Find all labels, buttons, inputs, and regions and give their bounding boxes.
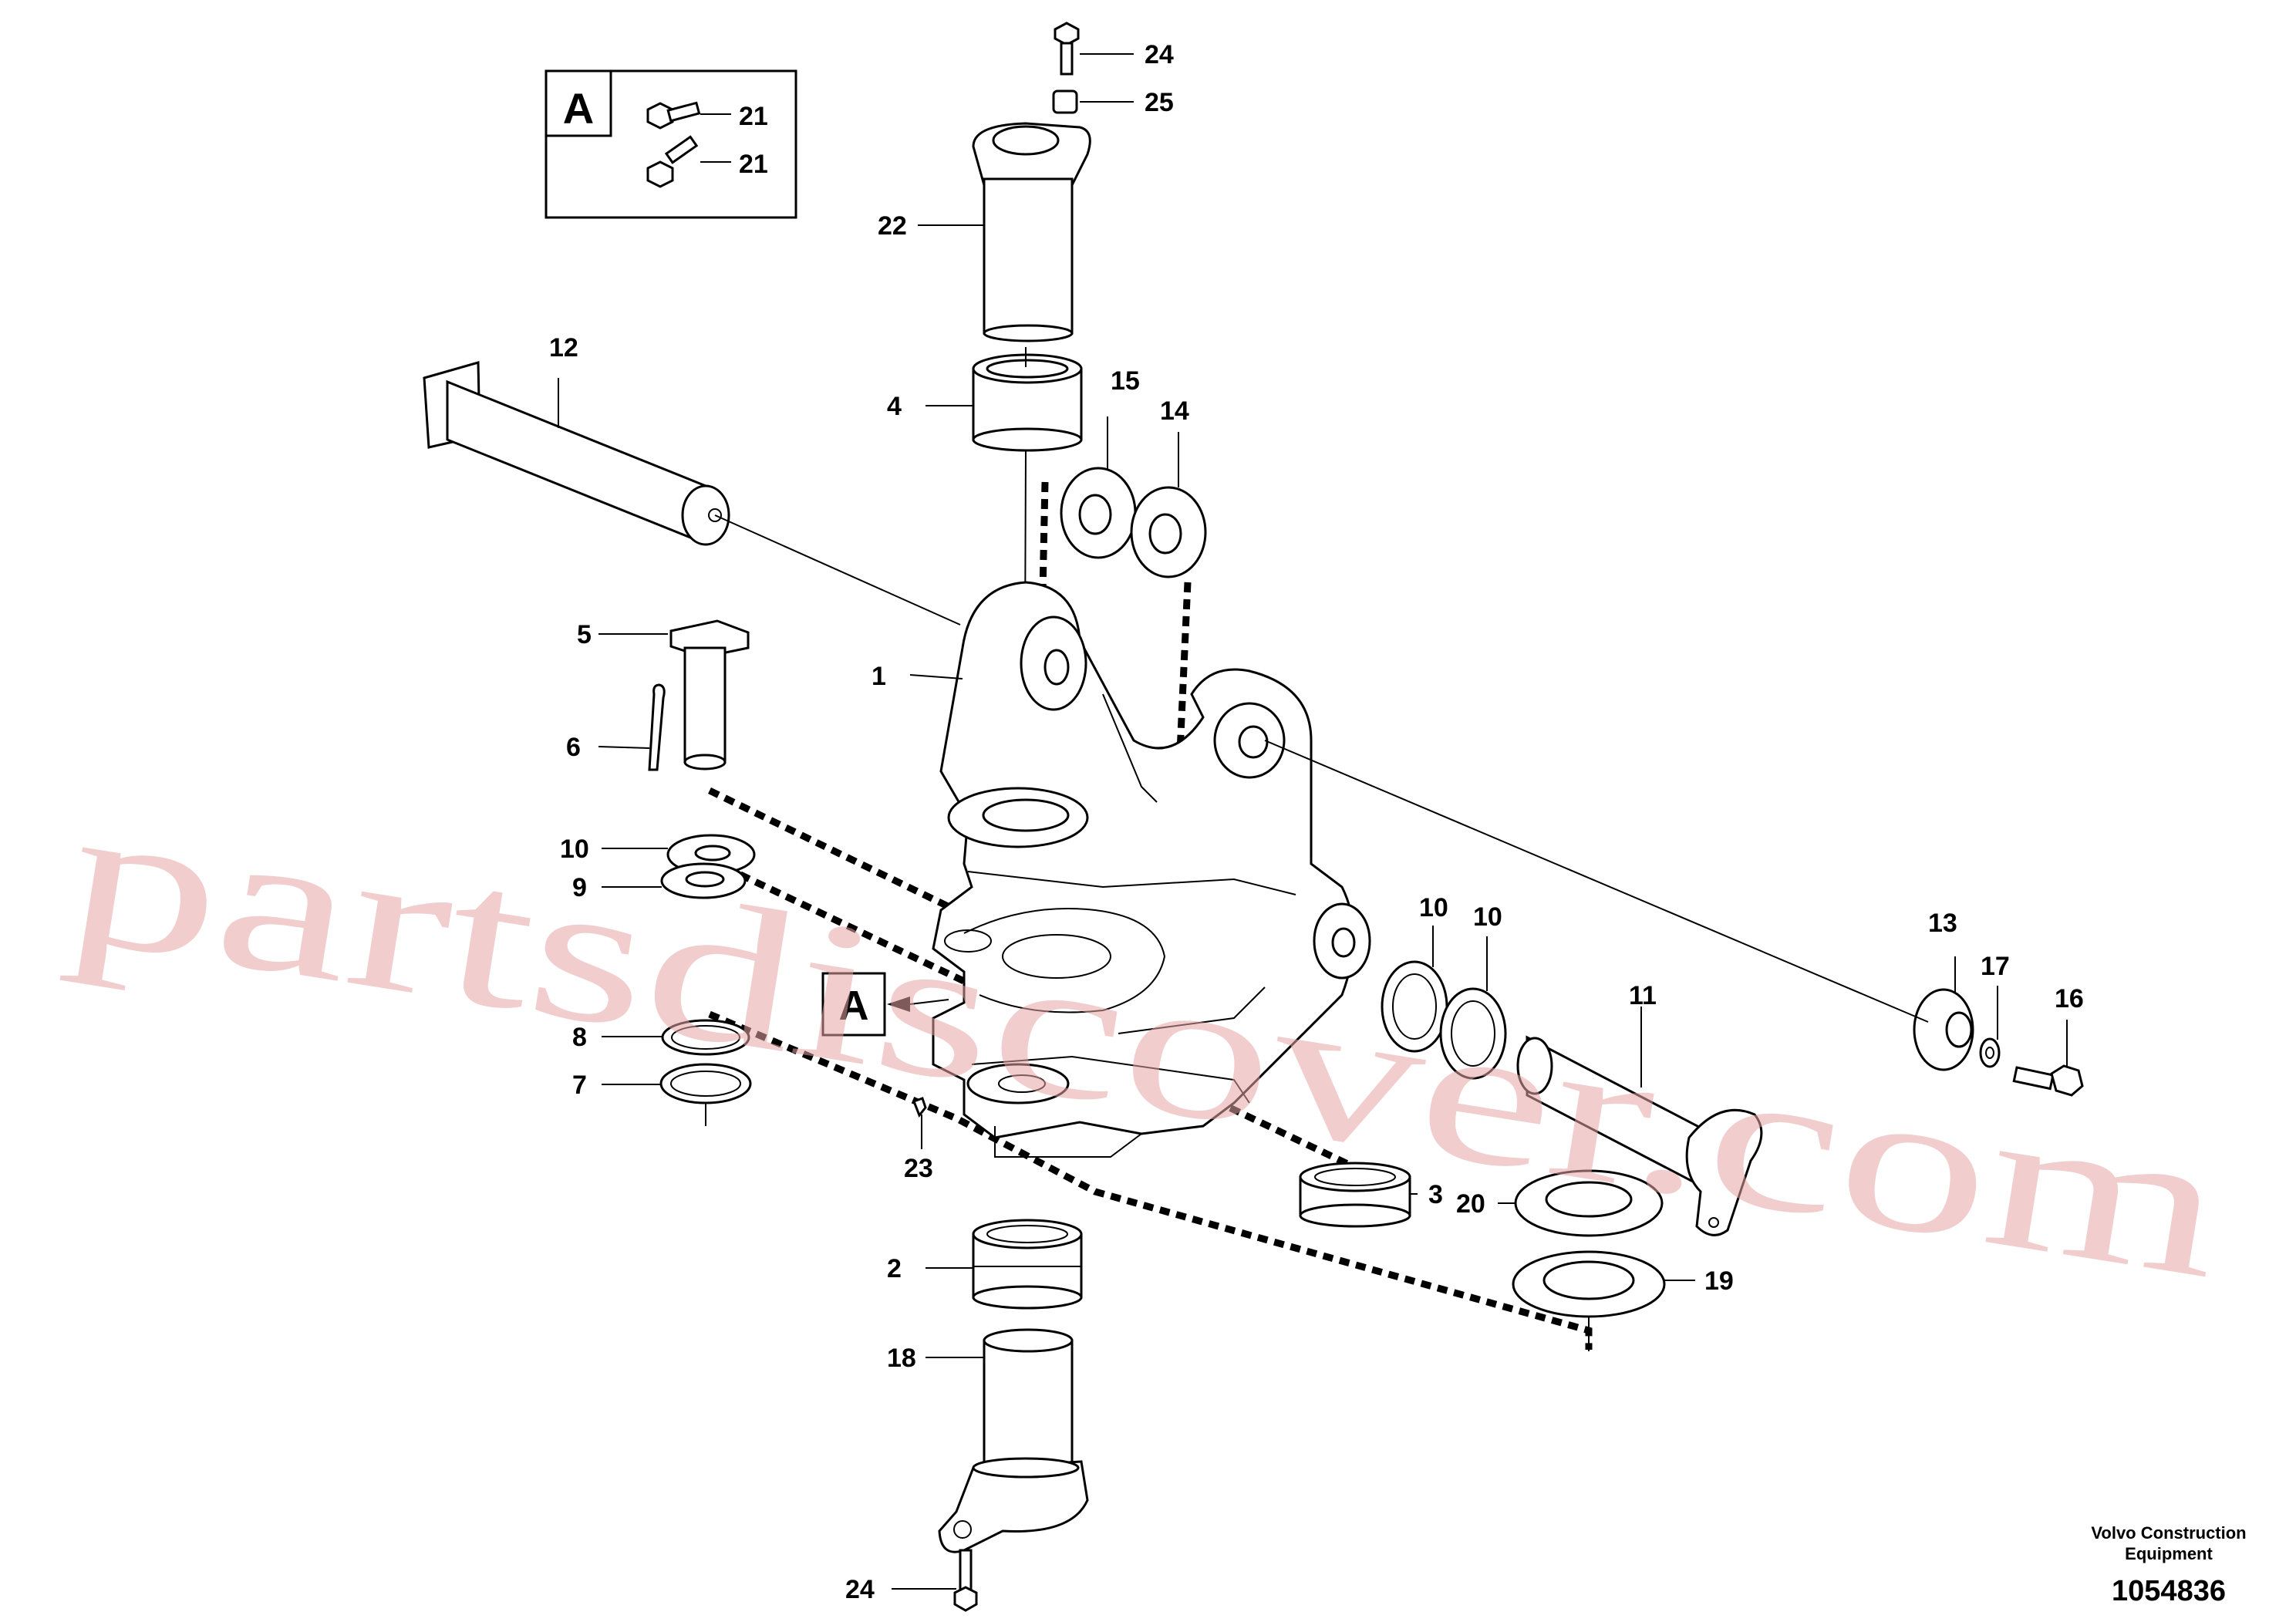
callout-4: 4 xyxy=(887,392,902,421)
main-body-1 xyxy=(909,581,1371,1158)
pin-18 xyxy=(925,1328,1089,1553)
pin-5 xyxy=(598,619,750,771)
detail-label-21-top: 21 xyxy=(739,102,768,131)
bolt-21-icon xyxy=(646,135,699,188)
callout-24-top: 24 xyxy=(1145,40,1174,69)
callout-6: 6 xyxy=(566,733,581,762)
pin-11 xyxy=(1516,1007,1763,1236)
view-marker-a: A xyxy=(821,972,949,1037)
pin-12 xyxy=(423,361,961,626)
bolt-24-top xyxy=(1054,22,1134,76)
bolt-21-icon xyxy=(646,101,701,130)
cap-13 xyxy=(1264,740,1974,1071)
callout-14: 14 xyxy=(1160,396,1189,426)
callout-25: 25 xyxy=(1145,88,1174,117)
washer-10-right-b xyxy=(1439,936,1507,1080)
footer-company-line1: Volvo Construction xyxy=(2091,1523,2246,1543)
pin-22 xyxy=(918,122,1091,342)
bushing-3 xyxy=(1299,1162,1418,1228)
washer-20 xyxy=(1498,1169,1664,1237)
cotter-pin-6 xyxy=(598,683,666,771)
ring-8 xyxy=(602,1019,750,1056)
washer-19 xyxy=(1512,1250,1695,1351)
callout-8: 8 xyxy=(572,1023,587,1052)
callout-17: 17 xyxy=(1981,952,2010,981)
callout-5: 5 xyxy=(577,620,592,649)
washer-17 xyxy=(1979,986,2001,1068)
shim-14 xyxy=(1130,432,1207,578)
detail-box-a: A 21 21 xyxy=(544,69,797,219)
bolt-24-bottom xyxy=(892,1549,978,1612)
callout-18: 18 xyxy=(887,1344,916,1373)
callout-23: 23 xyxy=(904,1154,933,1183)
callout-22: 22 xyxy=(878,211,907,241)
callout-19: 19 xyxy=(1704,1266,1734,1296)
callout-13: 13 xyxy=(1928,909,1957,938)
callout-20: 20 xyxy=(1456,1189,1485,1219)
grease-nipple-23 xyxy=(912,1097,927,1149)
callout-3: 3 xyxy=(1428,1180,1443,1209)
washer-9 xyxy=(602,862,747,899)
callout-10-left: 10 xyxy=(560,835,589,864)
drawing-number: 1054836 xyxy=(2112,1575,2226,1607)
callout-11: 11 xyxy=(1629,981,1657,1010)
detail-box-title: A xyxy=(563,84,594,133)
callout-2: 2 xyxy=(887,1254,902,1283)
bushing-2 xyxy=(925,1219,1083,1310)
callout-12: 12 xyxy=(549,333,578,363)
callout-24-bottom: 24 xyxy=(845,1575,875,1604)
callout-7: 7 xyxy=(572,1071,587,1100)
callout-1: 1 xyxy=(872,662,886,691)
callout-9: 9 xyxy=(572,873,587,902)
footer-company-line2: Equipment xyxy=(2125,1544,2213,1563)
bolt-16 xyxy=(2012,1020,2084,1097)
ring-7 xyxy=(602,1063,752,1126)
bushing-4 xyxy=(925,347,1083,851)
callout-16: 16 xyxy=(2055,984,2084,1013)
spacer-25 xyxy=(1052,89,1134,114)
callout-10-mid: 10 xyxy=(1419,893,1448,922)
callout-15: 15 xyxy=(1111,366,1140,396)
view-marker-label: A xyxy=(839,983,869,1029)
callout-10-right: 10 xyxy=(1473,902,1502,932)
detail-label-21-bottom: 21 xyxy=(739,150,768,179)
